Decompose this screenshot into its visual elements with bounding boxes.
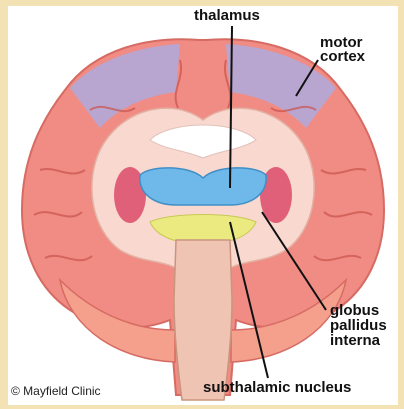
subthalamic-nucleus-label-text: subthalamic nucleus xyxy=(203,379,351,396)
thalamus-label-text: thalamus xyxy=(194,7,260,24)
thalamus-label: thalamus xyxy=(194,9,260,23)
motor-cortex-label-line-2: cortex xyxy=(320,50,365,64)
motor-cortex-label: motor cortex xyxy=(320,36,365,64)
copyright-credit: © Mayfield Clinic xyxy=(11,384,101,398)
subthalamic-nucleus-label: subthalamic nucleus xyxy=(203,381,351,395)
gpi-label-line-3: interna xyxy=(330,333,387,348)
globus-pallidus-interna-label: globus pallidus interna xyxy=(330,303,387,348)
gpi-label-line-2: pallidus xyxy=(330,318,387,333)
brainstem xyxy=(174,240,232,400)
gpi-label-line-1: globus xyxy=(330,303,387,318)
